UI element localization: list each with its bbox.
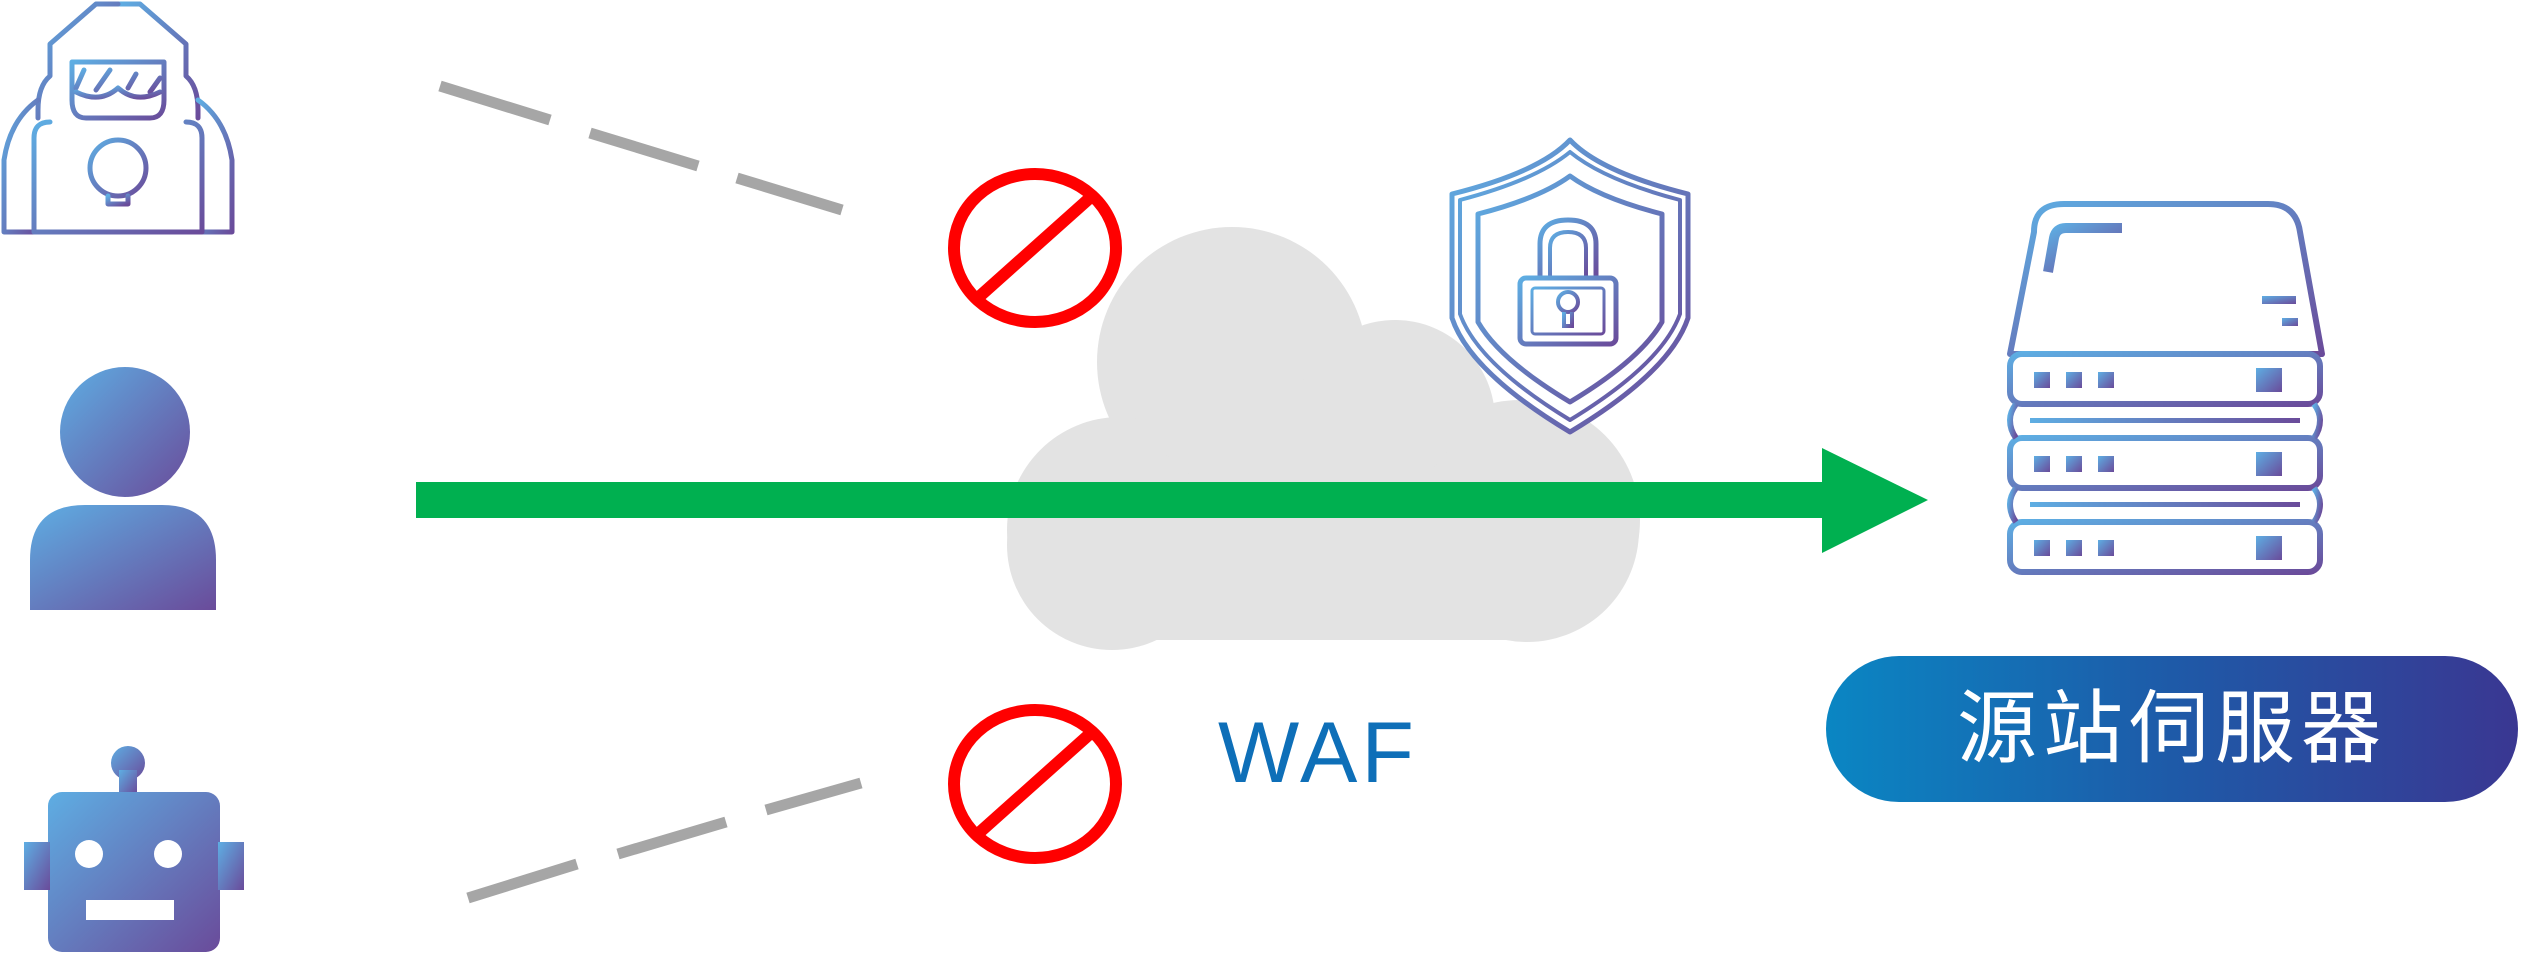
cloud-icon xyxy=(1007,227,1640,650)
origin-server-label: 源站伺服器 xyxy=(1957,682,2387,775)
blocked-path-hacker xyxy=(438,80,844,216)
robot-icon xyxy=(24,746,244,952)
server-stack-icon xyxy=(2006,201,2325,575)
allowed-traffic-arrow xyxy=(416,448,1928,553)
blocked-path-bot xyxy=(466,777,863,904)
user-icon xyxy=(30,367,216,610)
no-entry-icon xyxy=(948,704,1122,864)
hacker-icon xyxy=(1,1,235,235)
shield-lock-icon xyxy=(1449,137,1691,435)
origin-server-badge: 源站伺服器 xyxy=(1826,656,2518,802)
no-entry-icon xyxy=(948,168,1122,328)
waf-label: WAF xyxy=(1218,705,1418,801)
